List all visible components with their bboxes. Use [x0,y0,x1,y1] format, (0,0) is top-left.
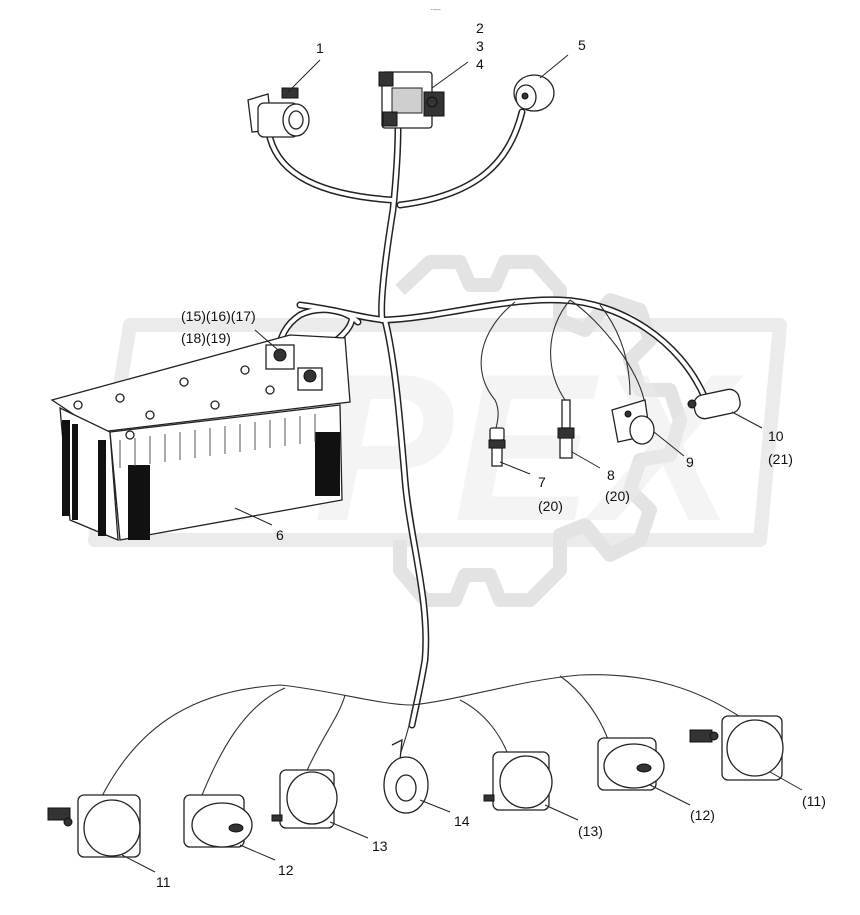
callout-2: 2 [476,20,484,36]
top-mark: ·— [430,5,441,14]
callout-6: 6 [276,527,284,543]
callout-15-16-17: (15)(16)(17) [181,308,256,324]
battery [50,334,351,542]
component-1-connector [247,87,310,138]
callout-11-left: 11 [156,874,171,890]
leader-lines [121,54,803,873]
callout-5: 5 [578,37,586,53]
component-5-connector [513,74,555,112]
callout-13-left: 13 [372,838,388,854]
callout-7: 7 [538,474,546,490]
callouts: 1 2 3 4 5 (15)(16)(17) (18)(19) 6 7 (20)… [156,20,826,890]
callout-10: 10 [768,428,784,444]
component-2-3-4-switch [378,71,445,129]
callout-21: (21) [768,451,793,467]
lamp-12-right [597,737,665,791]
callout-14: 14 [454,813,470,829]
callout-20-a: (20) [538,498,563,514]
horn-14 [383,738,429,814]
sensor-branches [480,299,646,429]
sensor-8 [557,399,575,459]
callout-13-right: (13) [578,823,603,839]
lamp-11-right [689,715,784,781]
callout-4: 4 [476,56,484,72]
lamp-12-left [183,794,253,848]
lamp-11-left [47,794,141,858]
lamp-13-right [483,751,553,811]
harness [266,108,709,729]
callout-18-19: (18)(19) [181,330,231,346]
callout-12-left: 12 [278,862,294,878]
callout-20-b: (20) [605,488,630,504]
callout-11-right: (11) [802,793,826,809]
component-9 [611,399,655,445]
callout-12-right: (12) [690,807,715,823]
callout-3: 3 [476,38,484,54]
lamp-13-left [271,769,338,829]
callout-9: 9 [686,454,694,470]
callout-1: 1 [316,40,324,56]
sensor-7 [488,427,506,467]
callout-8: 8 [607,467,615,483]
component-10-connector [687,388,741,420]
